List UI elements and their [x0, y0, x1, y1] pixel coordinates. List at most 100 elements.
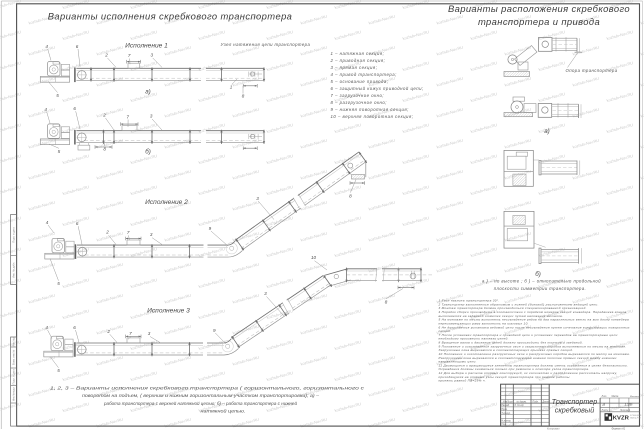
svg-text:а): а) — [544, 128, 550, 135]
svg-text:2 Транспортер выполняется обр: 2 Транспортер выполняется обратимым с ни… — [438, 302, 599, 306]
svg-text:6: 6 — [73, 106, 76, 111]
svg-text:1: 1 — [230, 85, 233, 90]
svg-text:Исполнение 1: Исполнение 1 — [125, 43, 168, 50]
svg-text:4: 4 — [46, 220, 49, 225]
svg-text:KVZR: KVZR — [613, 416, 630, 422]
svg-text:5 – основание привода;: 5 – основание привода; — [331, 79, 389, 84]
svg-text:Лист: Лист — [601, 410, 608, 412]
svg-text:необходимо произвести натяжку: необходимо произвести натяжку цепей. — [439, 337, 509, 341]
svg-text:натяжной цепью.: натяжной цепью. — [201, 408, 246, 414]
svg-text:3: 3 — [264, 291, 267, 296]
svg-text:6 Не допускается установка ве: 6 Не допускается установка ведомой цепи … — [439, 325, 630, 329]
svg-text:Взам. инв.№: Взам. инв.№ — [12, 350, 16, 366]
svg-text:1:20: 1:20 — [625, 402, 633, 406]
svg-text:2: 2 — [105, 230, 109, 235]
svg-text:1, 2, 3 – Варианты исполнени: 1, 2, 3 – Варианты исполнения скребковог… — [50, 385, 365, 390]
svg-text:Масштаб: Масштаб — [630, 396, 641, 398]
svg-text:выполняется на заданной отметк: выполняется на заданной отметке секции п… — [439, 314, 564, 318]
svg-text:б): б) — [145, 149, 151, 156]
svg-text:1 Угол наклона транспортера: 1 Угол наклона транспортера 30°. — [439, 299, 500, 303]
svg-text:Лит.: Лит. — [601, 396, 608, 398]
svg-text:Инв. № дубл.: Инв. № дубл. — [12, 262, 16, 278]
svg-text:направляющими цепи.: направляющими цепи. — [439, 360, 477, 364]
svg-text:4: 4 — [45, 44, 48, 49]
svg-text:2: 2 — [106, 329, 110, 334]
svg-text:3: 3 — [148, 331, 151, 336]
svg-text:3 Монтаж транспортера должен: 3 Монтаж транспортера должен производить… — [439, 306, 587, 310]
svg-text:8: 8 — [385, 299, 388, 304]
svg-text:8 Вращение валов и движение ц: 8 Вращение валов и движение цепей должно… — [439, 341, 584, 345]
svg-text:Варианты расположения скребков: Варианты расположения скребкового — [448, 3, 630, 14]
svg-text:8: 8 — [242, 94, 245, 99]
svg-text:9: 9 — [213, 328, 216, 333]
svg-text:9 – нижняя поворотная секци: 9 – нижняя поворотная секция; — [331, 107, 410, 112]
svg-text:3: 3 — [151, 52, 154, 57]
svg-text:ЗАВОД РТИ: ЗАВОД РТИ — [630, 417, 641, 420]
svg-text:5: 5 — [57, 281, 60, 286]
svg-text:Копировал: Копировал — [547, 427, 560, 430]
svg-text:а): а) — [145, 89, 151, 96]
svg-text:8 – разгрузочное окно;: 8 – разгрузочное окно; — [331, 100, 388, 105]
svg-text:9 Положение и изготовление за: 9 Положение и изготовление загрузочных о… — [439, 344, 627, 348]
svg-text:Варианты исполнения скребковог: Варианты исполнения скребкового транспор… — [48, 10, 293, 21]
svg-text:секций.: секций. — [439, 329, 452, 333]
svg-text:Подп. и дата: Подп. и дата — [12, 369, 16, 385]
svg-text:пересовмещающих раму выполнить: пересовмещающих раму выполнить на шаговы… — [439, 322, 529, 326]
svg-text:5 На монтаже по месту выполня: 5 На монтаже по месту выполнять несовпад… — [439, 318, 630, 322]
svg-text:Разгрузочные окна вырезаются в: Разгрузочные окна вырезаются в соответст… — [439, 356, 617, 360]
svg-text:10 Положение и изготовление р: 10 Положение и изготовление разгрузочных… — [439, 352, 631, 356]
svg-text:5: 5 — [58, 149, 61, 154]
svg-text:И: И — [603, 403, 606, 407]
svg-text:Подп.: Подп. — [533, 400, 539, 403]
svg-text:10: 10 — [311, 255, 317, 260]
svg-text:5: 5 — [56, 93, 59, 98]
svg-text:7: 7 — [128, 53, 131, 58]
svg-text:6: 6 — [76, 44, 79, 49]
svg-text:Пров.: Пров. — [501, 409, 507, 411]
svg-text:Подп. и дата: Подп. и дата — [12, 227, 16, 243]
svg-text:Листов 1: Листов 1 — [619, 410, 631, 412]
svg-text:12 Для выбора и расчета опорн: 12 Для выбора и расчета опорных конструк… — [439, 371, 618, 375]
svg-text:Лист: Лист — [506, 401, 513, 403]
svg-text:скребковый: скребковый — [555, 405, 594, 414]
svg-text:6: 6 — [73, 325, 76, 330]
svg-text:Загрузочные окна вырезаются в: Загрузочные окна вырезаются в соответств… — [439, 348, 574, 352]
svg-text:Формат А1: Формат А1 — [612, 427, 626, 430]
svg-text:Исполнение 3: Исполнение 3 — [147, 308, 190, 315]
svg-text:Транспортер: Транспортер — [552, 397, 598, 406]
svg-text:б): б) — [535, 271, 541, 278]
svg-text:принять равной ПВ=25% ч.: принять равной ПВ=25% ч. — [439, 379, 486, 383]
svg-text:5: 5 — [57, 368, 60, 373]
svg-text:Разраб.: Разраб. — [501, 405, 510, 407]
svg-text:10 – верхняя поворотная секц: 10 – верхняя поворотная секция; — [331, 114, 414, 119]
svg-text:3: 3 — [150, 114, 153, 119]
svg-text:3: 3 — [256, 196, 259, 201]
svg-text:6: 6 — [76, 221, 79, 226]
svg-text:6 – защитный кожух приводно: 6 – защитный кожух приводной цепи; — [331, 86, 425, 91]
svg-text:9: 9 — [209, 226, 212, 231]
svg-text:11 Движущиеся и вращающиеся э: 11 Движущиеся и вращающиеся элементы тра… — [439, 363, 629, 367]
svg-text:№ докум.: № докум. — [517, 400, 527, 403]
svg-text:Дата: Дата — [542, 401, 550, 403]
svg-text:Н.контр.: Н.контр. — [501, 420, 511, 422]
svg-text:Утв.: Утв. — [501, 424, 507, 426]
svg-text:В. Бондр: В. Бондр — [515, 404, 525, 407]
svg-text:КУЗНЕЦКИЙ: КУЗНЕЦКИЙ — [630, 414, 642, 417]
svg-text:4: 4 — [44, 107, 47, 112]
svg-text:1 – натяжная секция;: 1 – натяжная секция; — [331, 51, 385, 56]
svg-text:Масса: Масса — [612, 396, 620, 398]
svg-text:плоскости симметрии транспорте: плоскости симметрии транспортера. — [494, 286, 586, 291]
svg-text:Ограждения должны сниматься то: Ограждения должны сниматься только при р… — [439, 367, 590, 371]
svg-text:7 – загрузочное окно;: 7 – загрузочное окно; — [331, 93, 385, 98]
svg-text:3: 3 — [150, 232, 153, 237]
svg-text:Узел натяжения цепи транспорте: Узел натяжения цепи транспортера — [221, 42, 311, 47]
svg-text:приходящуюся на опорные узлы с: приходящуюся на опорные узлы секций тран… — [439, 375, 571, 379]
svg-text:Изм.: Изм. — [503, 401, 508, 403]
svg-text:8: 8 — [103, 146, 106, 151]
svg-text:7: 7 — [129, 331, 132, 336]
svg-text:7: 7 — [126, 114, 129, 119]
svg-text:поворотом на подъем, ( верхни: поворотом на подъем, ( верхним и нижним … — [82, 393, 319, 398]
svg-text:4 – привод транспортера;: 4 – привод транспортера; — [331, 72, 398, 77]
svg-text:7: 7 — [127, 230, 130, 235]
svg-text:2 – приводная секция;: 2 – приводная секция; — [330, 58, 386, 63]
